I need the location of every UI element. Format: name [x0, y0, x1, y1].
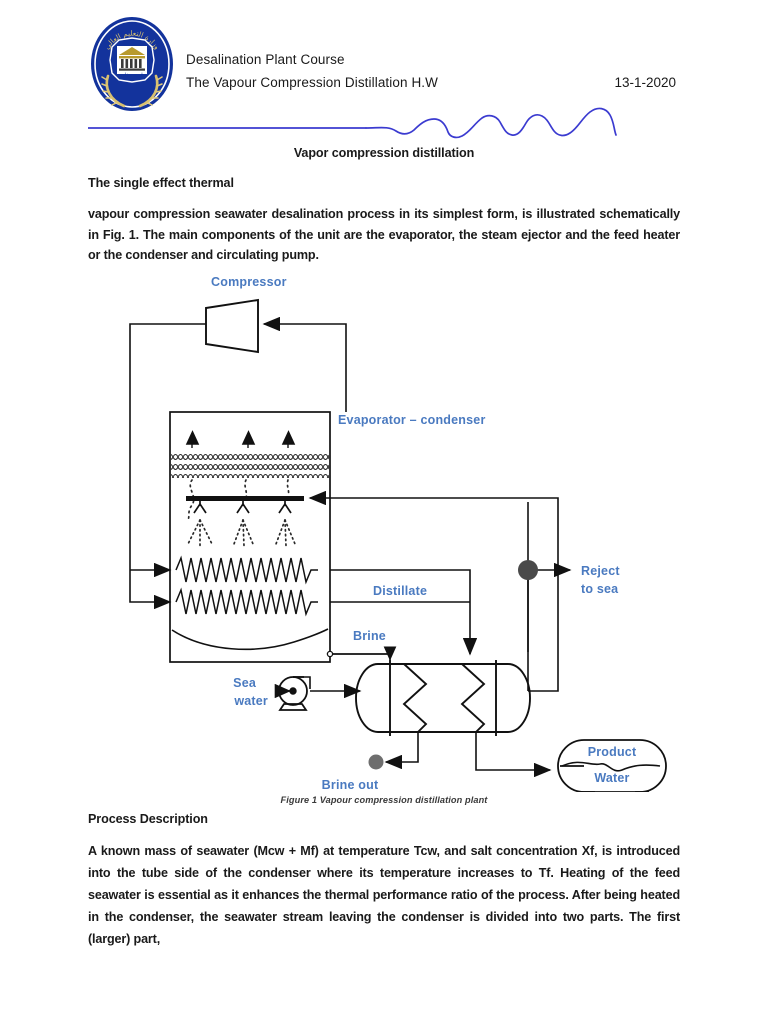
- reject-split-node: [518, 560, 538, 580]
- reject-branch-line: [527, 502, 572, 691]
- demister-pad: [171, 450, 329, 478]
- subheading: The single effect thermal: [88, 176, 234, 190]
- label-product-water-line1: Product: [588, 745, 637, 759]
- label-reject-to-sea-line2: to sea: [581, 582, 619, 596]
- brine-out-line: [384, 732, 419, 770]
- brine-level-line: [171, 628, 329, 651]
- condenser-coil-lower: [175, 587, 318, 617]
- evaporator-condenser-vessel: [169, 411, 331, 663]
- compressor-symbol: [205, 298, 259, 354]
- product-water-line: [475, 732, 552, 778]
- brine-outlet-port: [326, 650, 334, 658]
- label-distillate: Distillate: [373, 584, 427, 598]
- heat-exchanger-tubes: [402, 663, 486, 733]
- label-brine: Brine: [353, 629, 386, 643]
- heated-feed-return-line: [308, 490, 559, 692]
- process-flow-diagram: Compressor Evaporator – condenser Distil…: [88, 272, 688, 792]
- page-title: Vapor compression distillation: [293, 146, 475, 160]
- header-course-line: Desalination Plant Course: [186, 52, 345, 67]
- label-product-water-line2: Water: [594, 771, 629, 785]
- product-water-tank: [557, 739, 667, 792]
- header-subject-line: The Vapour Compression Distillation H.W: [186, 75, 438, 90]
- label-sea-water-line2: water: [233, 694, 268, 708]
- label-evaporator-condenser: Evaporator – condenser: [338, 413, 486, 427]
- intro-paragraph: vapour compression seawater desalination…: [88, 207, 680, 262]
- header-divider-squiggle: [87, 106, 680, 140]
- header-title-block: Desalination Plant Course The Vapour Com…: [186, 48, 676, 94]
- svg-text:جامعة بنغازي: جامعة بنغازي: [118, 73, 146, 79]
- label-reject-to-sea-line1: Reject: [581, 564, 620, 578]
- vapour-rise-arrows: [185, 430, 296, 448]
- page-header: وزارة التعليم العالي جامعة بنغا: [88, 14, 680, 126]
- condenser-coil-upper: [175, 555, 318, 585]
- body-paragraph: A known mass of seawater (Mcw + Mf) at t…: [88, 844, 680, 946]
- label-brine-out: Brine out: [322, 778, 379, 792]
- header-date: 13-1-2020: [614, 75, 676, 90]
- figure-caption: Figure 1 Vapour compression distillation…: [280, 795, 488, 805]
- brine-out-node: [368, 754, 384, 770]
- label-sea-water-line1: Sea: [233, 676, 257, 690]
- section-heading: Process Description: [88, 812, 208, 826]
- seawater-pump-symbol: [274, 676, 308, 711]
- label-compressor: Compressor: [211, 275, 287, 289]
- university-seal-logo: وزارة التعليم العالي جامعة بنغا: [88, 14, 176, 114]
- distillate-line-upper: [330, 569, 478, 656]
- feed-spray-header: [186, 496, 304, 514]
- spray-droplets: [187, 519, 296, 547]
- feed-heater-condenser-drum: [355, 660, 531, 736]
